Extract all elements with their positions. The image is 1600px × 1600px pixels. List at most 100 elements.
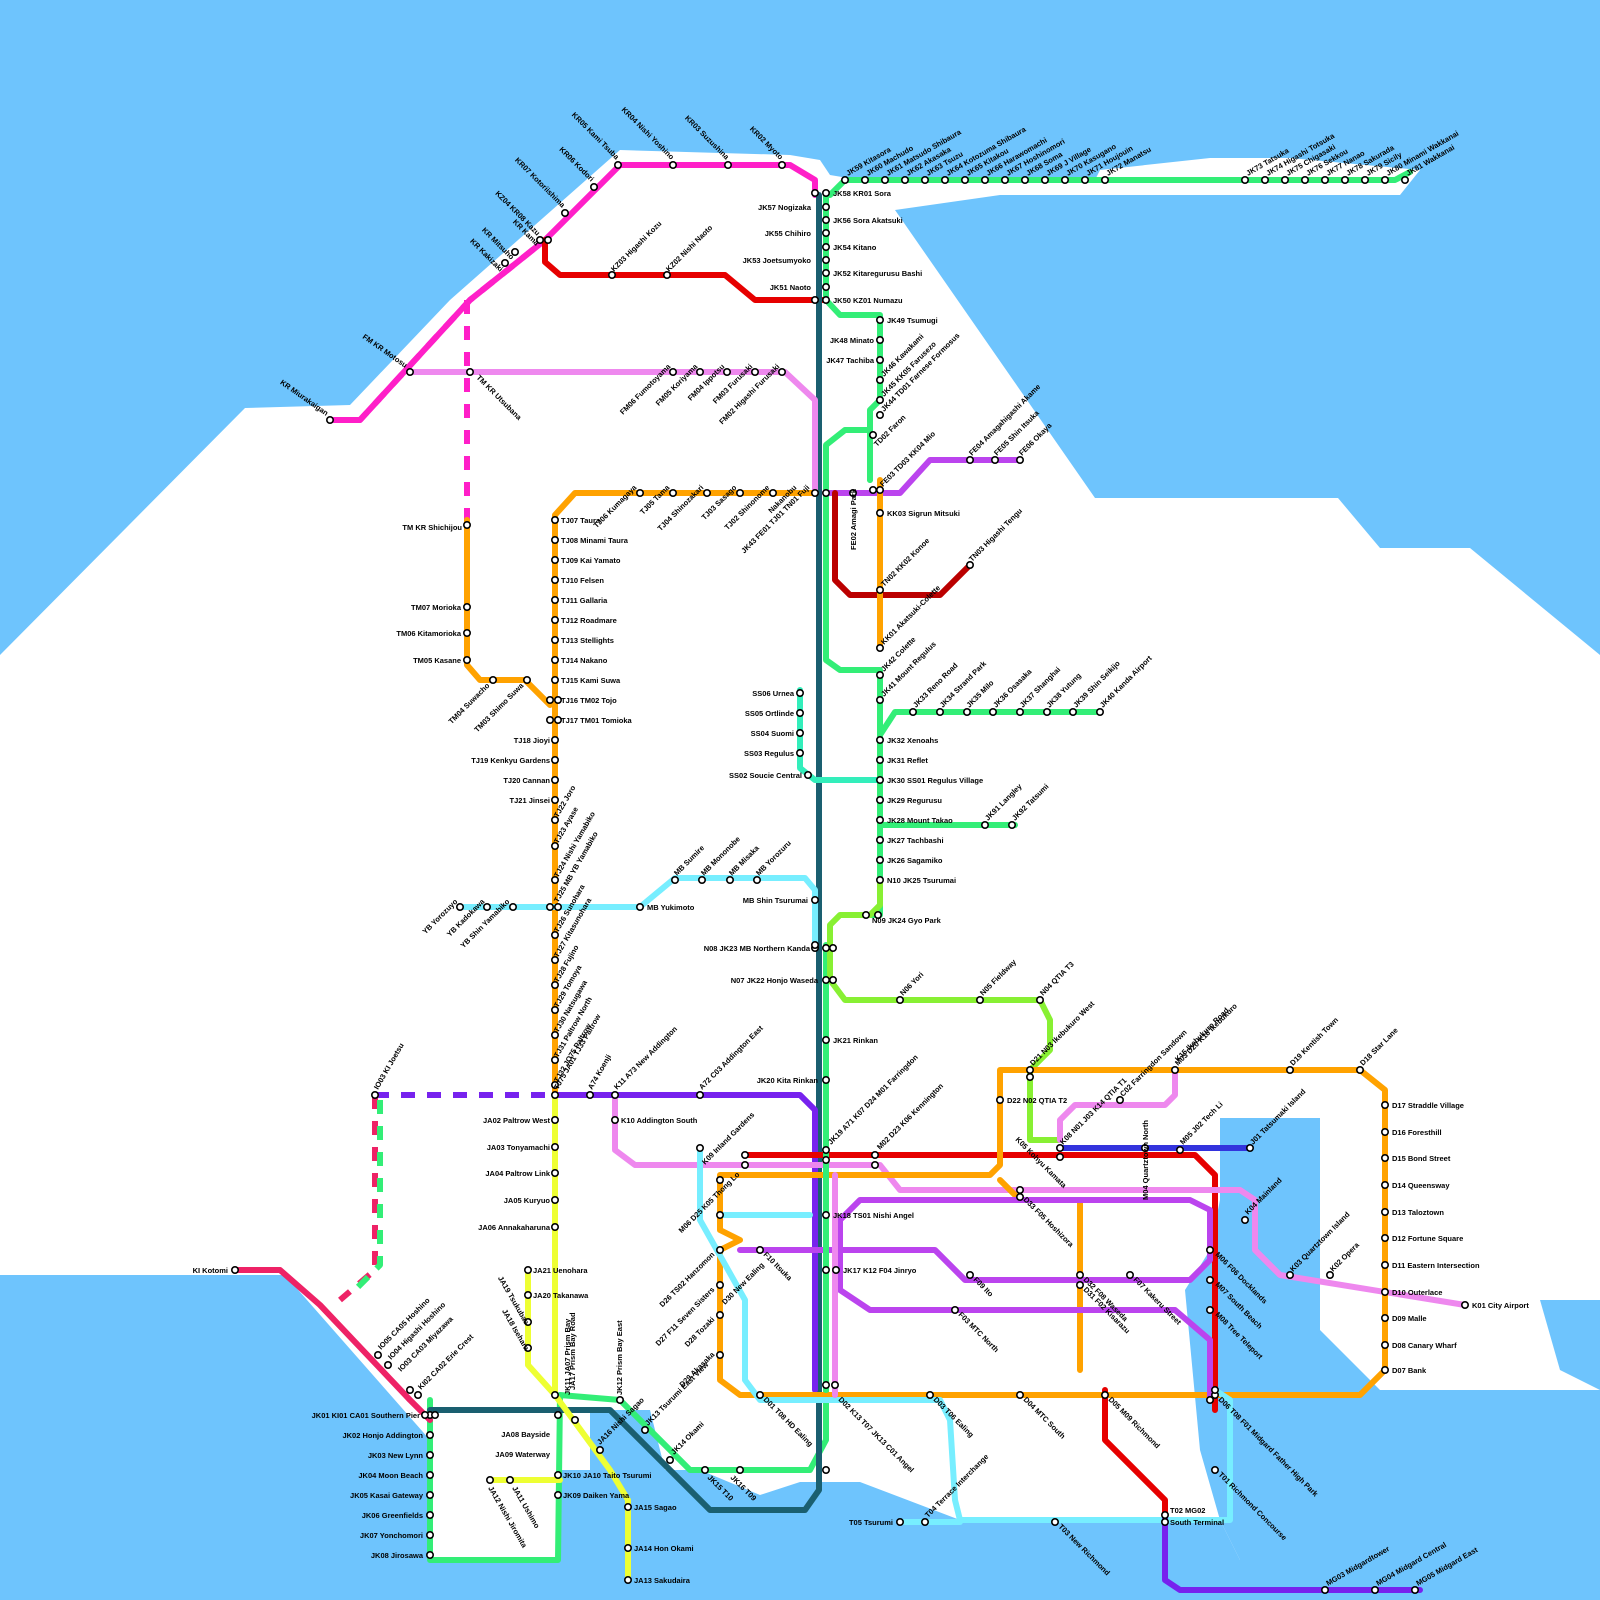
station-marker[interactable] (1037, 997, 1043, 1003)
station-marker[interactable] (1382, 1315, 1388, 1321)
station-marker[interactable] (1357, 1067, 1363, 1073)
station-marker[interactable] (877, 697, 883, 703)
station-marker[interactable] (1382, 1289, 1388, 1295)
station-marker[interactable] (1382, 1182, 1388, 1188)
station-marker[interactable] (1052, 1519, 1058, 1525)
station-marker[interactable] (992, 457, 998, 463)
station-marker[interactable] (1057, 1145, 1063, 1151)
station-marker[interactable] (1242, 177, 1248, 183)
station-marker[interactable] (877, 877, 883, 883)
station-marker[interactable] (1382, 1102, 1388, 1108)
station-marker[interactable] (1082, 177, 1088, 183)
station-marker[interactable] (591, 184, 597, 190)
station-marker[interactable] (757, 1392, 763, 1398)
station-marker[interactable] (823, 1157, 829, 1163)
station-marker[interactable] (1382, 1155, 1388, 1161)
station-marker[interactable] (507, 1477, 513, 1483)
station-marker[interactable] (552, 1144, 558, 1150)
station-marker[interactable] (1017, 457, 1023, 463)
station-marker[interactable] (877, 857, 883, 863)
station-marker[interactable] (717, 1247, 723, 1253)
station-marker[interactable] (1402, 177, 1408, 183)
station-marker[interactable] (642, 1427, 648, 1433)
station-marker[interactable] (877, 337, 883, 343)
station-marker[interactable] (872, 1152, 878, 1158)
station-marker[interactable] (1242, 1217, 1248, 1223)
station-marker[interactable] (737, 490, 743, 496)
station-marker[interactable] (1070, 709, 1076, 715)
station-marker[interactable] (725, 162, 731, 168)
station-marker[interactable] (407, 1387, 413, 1393)
station-marker[interactable] (977, 997, 983, 1003)
station-marker[interactable] (877, 837, 883, 843)
station-marker[interactable] (742, 1152, 748, 1158)
station-marker[interactable] (525, 1267, 531, 1273)
station-marker[interactable] (812, 297, 818, 303)
station-marker[interactable] (552, 557, 558, 563)
station-marker[interactable] (1382, 1367, 1388, 1373)
station-marker[interactable] (823, 1037, 829, 1043)
station-marker[interactable] (830, 977, 836, 983)
station-marker[interactable] (407, 369, 413, 375)
station-marker[interactable] (863, 912, 869, 918)
station-marker[interactable] (1362, 177, 1368, 183)
station-marker[interactable] (1207, 1307, 1213, 1313)
station-marker[interactable] (1207, 1277, 1213, 1283)
station-marker[interactable] (812, 897, 818, 903)
station-marker[interactable] (1212, 1387, 1218, 1393)
station-marker[interactable] (823, 1212, 829, 1218)
station-marker[interactable] (990, 709, 996, 715)
station-marker[interactable] (385, 1362, 391, 1368)
station-marker[interactable] (897, 997, 903, 1003)
station-marker[interactable] (552, 797, 558, 803)
station-marker[interactable] (877, 317, 883, 323)
station-marker[interactable] (902, 177, 908, 183)
station-marker[interactable] (375, 1352, 381, 1358)
station-marker[interactable] (823, 204, 829, 210)
station-marker[interactable] (1327, 1272, 1333, 1278)
station-marker[interactable] (637, 904, 643, 910)
station-marker[interactable] (842, 177, 848, 183)
station-marker[interactable] (717, 1312, 723, 1318)
station-marker[interactable] (797, 690, 803, 696)
station-marker[interactable] (823, 945, 829, 951)
station-marker[interactable] (877, 412, 883, 418)
station-marker[interactable] (727, 877, 733, 883)
station-marker[interactable] (982, 822, 988, 828)
station-marker[interactable] (833, 1267, 839, 1273)
station-marker[interactable] (823, 217, 829, 223)
station-marker[interactable] (490, 677, 496, 683)
station-marker[interactable] (823, 190, 829, 196)
station-marker[interactable] (699, 877, 705, 883)
station-marker[interactable] (547, 717, 553, 723)
station-marker[interactable] (464, 522, 470, 528)
station-marker[interactable] (1287, 1272, 1293, 1278)
station-marker[interactable] (552, 1092, 558, 1098)
station-marker[interactable] (757, 1247, 763, 1253)
station-marker[interactable] (797, 710, 803, 716)
station-marker[interactable] (1322, 177, 1328, 183)
station-marker[interactable] (524, 677, 530, 683)
station-marker[interactable] (1027, 1067, 1033, 1073)
station-marker[interactable] (1117, 1097, 1123, 1103)
station-marker[interactable] (1412, 1587, 1418, 1593)
station-marker[interactable] (552, 617, 558, 623)
station-marker[interactable] (823, 1077, 829, 1083)
station-marker[interactable] (877, 645, 883, 651)
station-marker[interactable] (812, 190, 818, 196)
station-marker[interactable] (832, 1382, 838, 1388)
station-marker[interactable] (552, 1197, 558, 1203)
station-marker[interactable] (617, 1397, 623, 1403)
station-marker[interactable] (770, 490, 776, 496)
station-marker[interactable] (877, 397, 883, 403)
station-marker[interactable] (1382, 1129, 1388, 1135)
station-marker[interactable] (877, 757, 883, 763)
station-marker[interactable] (1382, 177, 1388, 183)
station-marker[interactable] (823, 977, 829, 983)
station-marker[interactable] (555, 1472, 561, 1478)
station-marker[interactable] (555, 904, 561, 910)
station-marker[interactable] (942, 177, 948, 183)
station-marker[interactable] (697, 1145, 703, 1151)
station-marker[interactable] (1382, 1262, 1388, 1268)
station-marker[interactable] (717, 1212, 723, 1218)
